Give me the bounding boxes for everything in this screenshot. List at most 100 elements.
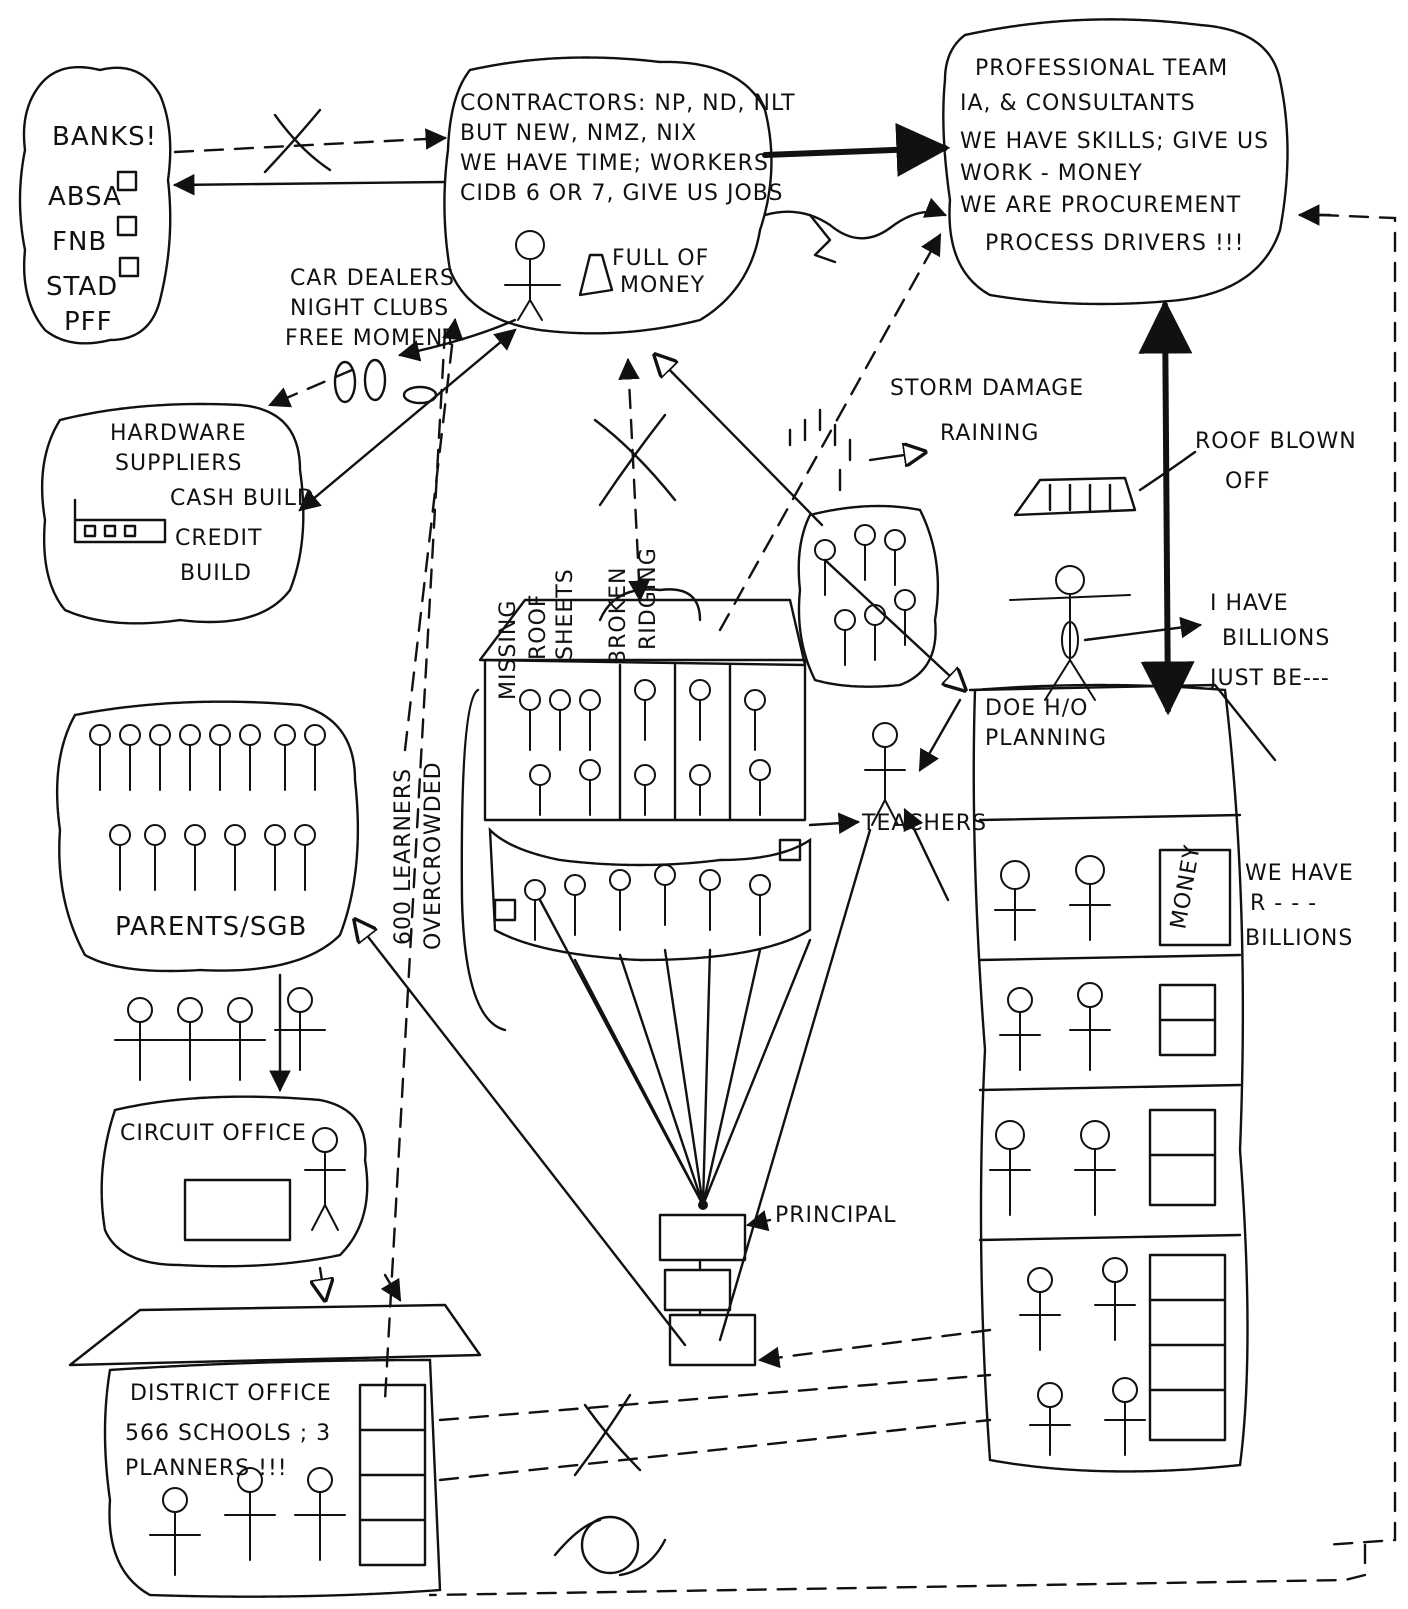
contractors-to-team-thick-arrow (765, 148, 945, 155)
doe-line-1: DOE H/O (985, 696, 1088, 721)
team-doe-thick-arrow (1165, 305, 1168, 710)
spring-icon (810, 215, 835, 262)
district-office-roof (70, 1305, 480, 1365)
car-dealers-line-2: NIGHT CLUBS (290, 296, 449, 321)
parents-sgb-label: PARENTS/SGB (115, 912, 307, 942)
doe-money-label: MONEY (1166, 843, 1205, 931)
teachers-label: TEACHERS (861, 811, 987, 836)
hardware-line-5: BUILD (180, 561, 252, 586)
contractors-to-banks-arrow (175, 182, 445, 185)
missing-text-2: ROOF (526, 593, 551, 660)
doe-planning-building: DOE H/O PLANNING MONEY (920, 685, 1275, 1471)
circuit-office-box: CIRCUIT OFFICE (102, 1097, 368, 1267)
banks-to-contractors-dashed-arrow (175, 138, 445, 152)
car-dealers-note: CAR DEALERS NIGHT CLUBS FREE MOMENT (285, 266, 458, 351)
bank-absa: ABSA (48, 182, 122, 212)
storm-learners-group (799, 506, 938, 687)
car-dealers-line-1: CAR DEALERS (290, 266, 455, 291)
storm-damage-text: STORM DAMAGE (890, 376, 1084, 401)
principal-hub: PRINCIPAL (540, 900, 897, 1365)
district-line-3: PLANNERS !!! (125, 1456, 288, 1481)
we-have-line-3: BILLIONS (1245, 926, 1353, 951)
contractor-stick-figure (505, 231, 560, 320)
professional-team-box: PROFESSIONAL TEAM IA, & CONSULTANTS WE H… (943, 19, 1287, 304)
banks-box: BANKS! ABSA FNB STAD PFF (20, 67, 170, 343)
district-office-building: DISTRICT OFFICE 566 SCHOOLS ; 3 PLANNERS… (70, 1305, 480, 1597)
we-have-line-2: R - - - (1250, 891, 1317, 916)
doe-officials (990, 856, 1145, 1455)
parents-outside-group (115, 988, 325, 1080)
storm-damage-label: STORM DAMAGE RAINING (790, 376, 1084, 490)
district-filing-cabinet (360, 1385, 425, 1565)
doe-to-principal-dashed (760, 1330, 990, 1360)
parents-sgb-box: PARENTS/SGB (57, 702, 358, 971)
overcrowded-text-1: 600 LEARNERS (391, 768, 416, 945)
district-planners (150, 1468, 345, 1575)
rain-icon (790, 410, 850, 490)
broken-text-1: BROKEN (606, 567, 631, 665)
bowling-pins-icon (335, 360, 436, 403)
teachers-to-principal-line (720, 830, 870, 1340)
bank-stad: STAD (46, 272, 118, 302)
roof-blown-off: ROOF BLOWN OFF (1015, 429, 1357, 515)
bank-fnb: FNB (52, 227, 107, 257)
hardware-store-icon (75, 500, 165, 542)
team-line-3: WE HAVE SKILLS; GIVE US (960, 129, 1269, 154)
bottom-dashed-loop (430, 1545, 1365, 1595)
blocked-cross-top (265, 110, 330, 172)
hardware-line-1: HARDWARE (110, 421, 247, 446)
team-line-5: WE ARE PROCUREMENT (960, 193, 1241, 218)
school-to-contractors-dashed (405, 320, 455, 750)
school-window-left (495, 900, 515, 920)
billions-line-1: I HAVE (1210, 591, 1289, 616)
banks-title: BANKS! (52, 122, 157, 152)
principal-to-parents-arrow (355, 920, 685, 1345)
overcrowded-text-2: OVERCROWDED (421, 761, 446, 950)
team-line-1: PROFESSIONAL TEAM (975, 56, 1228, 81)
raining-text: RAINING (940, 421, 1039, 446)
circuit-office-screen (185, 1180, 290, 1240)
billions-line-2: BILLIONS (1222, 626, 1330, 651)
contractors-box: CONTRACTORS: NP, ND, NLT BUT NEW, NMZ, N… (444, 58, 795, 334)
coin-icon (555, 1517, 665, 1575)
team-line-4: WORK - MONEY (960, 161, 1143, 186)
hardware-line-3: CASH BUILD (170, 486, 315, 511)
money-bag-icon (580, 255, 612, 295)
team-line-2: IA, & CONSULTANTS (960, 91, 1196, 116)
district-to-doe-dashed-bottom (440, 1420, 990, 1480)
team-line-6: PROCESS DRIVERS !!! (985, 231, 1244, 256)
storm-to-contractors-arrow (655, 355, 822, 525)
missing-text-1: MISSING (496, 600, 521, 700)
district-line-2: 566 SCHOOLS ; 3 (125, 1421, 331, 1446)
missing-text-3: SHEETS (553, 568, 578, 660)
full-of-label: FULL OF (612, 246, 709, 271)
billions-line-3: JUST BE--- (1208, 666, 1330, 691)
hardware-suppliers-box: HARDWARE SUPPLIERS CASH BUILD CREDIT BUI… (42, 404, 315, 623)
team-contractors-handshake-link (765, 212, 945, 239)
doe-line-2: PLANNING (985, 726, 1107, 751)
contractors-line-1: CONTRACTORS: NP, ND, NLT (460, 91, 796, 116)
bank-pff: PFF (64, 307, 113, 337)
school-lower-learners (525, 865, 770, 940)
district-line-1: DISTRICT OFFICE (130, 1381, 332, 1406)
money-label: MONEY (620, 273, 705, 298)
school-to-team-dashed (720, 235, 940, 630)
district-to-doe-dashed-top (440, 1375, 990, 1420)
roof-blown-text-2: OFF (1225, 469, 1271, 494)
broken-text-2: RIDGING (636, 547, 661, 650)
hardware-line-4: CREDIT (175, 526, 262, 551)
contractors-hardware-arrow (300, 330, 515, 510)
school-learners (520, 680, 770, 815)
contractors-line-4: CIDB 6 OR 7, GIVE US JOBS (460, 181, 783, 206)
contractors-line-2: BUT NEW, NMZ, NIX (460, 121, 697, 146)
contractors-line-3: WE HAVE TIME; WORKERS (460, 151, 769, 176)
we-have-line-1: WE HAVE (1245, 861, 1354, 886)
circuit-office-label: CIRCUIT OFFICE (120, 1121, 307, 1146)
roof-blown-text-1: ROOF BLOWN (1195, 429, 1357, 454)
principal-label: PRINCIPAL (775, 1203, 897, 1228)
teacher-figure (865, 723, 905, 825)
circuit-to-district-arrow (320, 1268, 325, 1300)
hardware-line-2: SUPPLIERS (115, 451, 243, 476)
overcrowded-bracket (462, 690, 505, 1030)
